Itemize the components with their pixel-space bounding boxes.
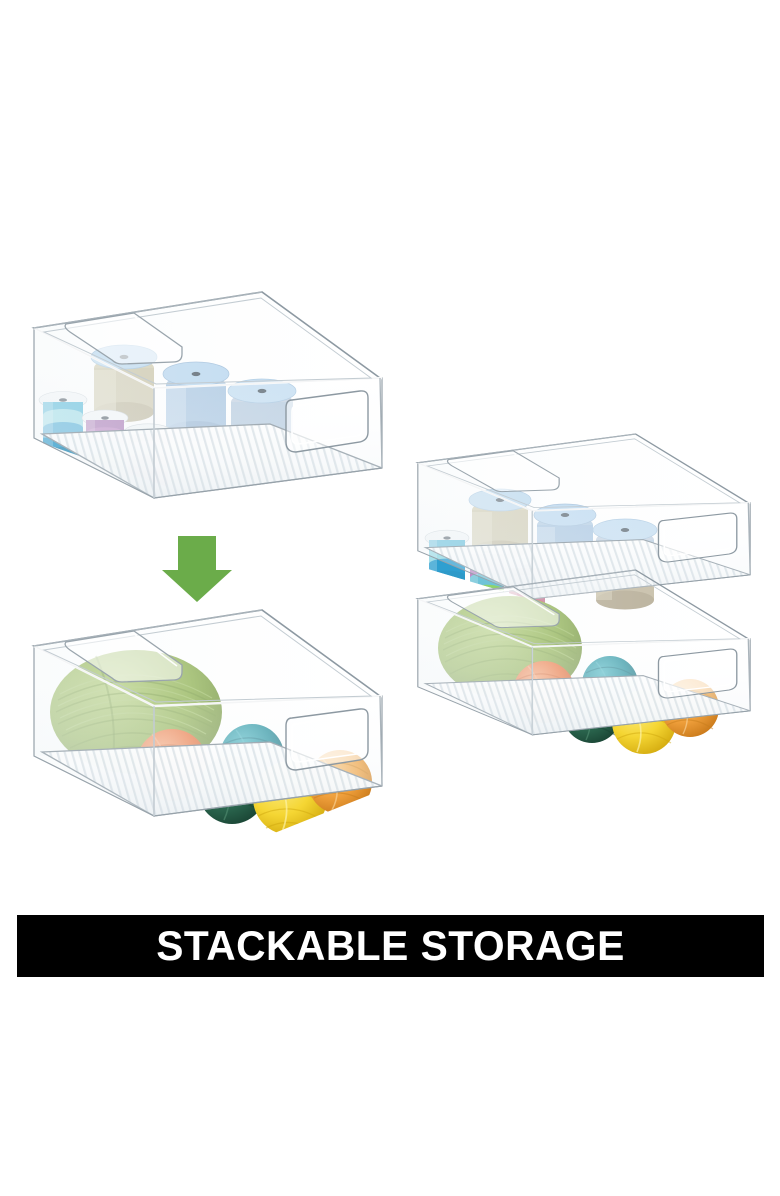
down-arrow-icon — [162, 536, 232, 602]
bin-bottom-left — [32, 608, 384, 835]
banner-label: STACKABLE STORAGE — [156, 922, 625, 969]
bin-top-left — [32, 290, 384, 500]
storage-bins-illustration — [32, 290, 752, 835]
bin-stack-lower — [416, 568, 752, 754]
product-scene — [32, 290, 752, 835]
stackable-storage-banner: STACKABLE STORAGE — [17, 915, 764, 977]
